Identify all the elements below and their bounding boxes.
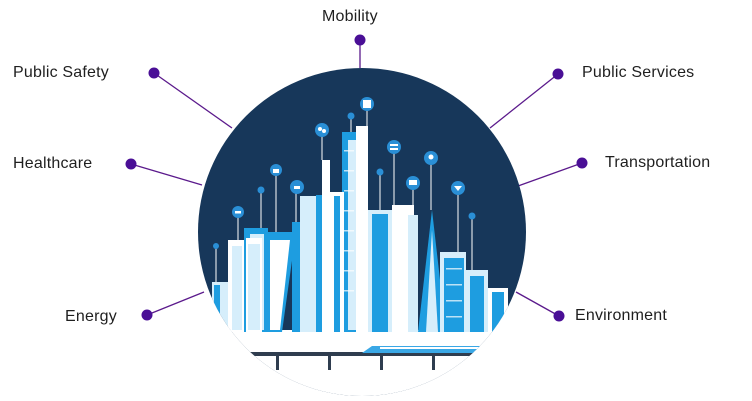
label-mobility: Mobility	[322, 8, 378, 25]
label-public-services: Public Services	[582, 64, 695, 81]
antenna-poles	[215, 109, 473, 282]
connector-public-services	[489, 73, 559, 129]
dot-public-safety	[148, 67, 160, 79]
connectors	[130, 40, 583, 317]
dot-healthcare	[125, 158, 137, 170]
buildings-front	[246, 192, 344, 332]
connector-energy	[146, 291, 205, 316]
database-icon	[387, 140, 401, 154]
dot-transportation	[576, 157, 588, 169]
label-public-safety: Public Safety	[13, 64, 109, 81]
label-energy: Energy	[65, 308, 117, 325]
location-pin-icon	[468, 212, 476, 220]
connector-healthcare	[130, 163, 203, 186]
connector-environment	[515, 291, 560, 317]
label-environment: Environment	[575, 307, 668, 324]
wifi-icon	[257, 186, 265, 194]
ground	[198, 330, 526, 396]
window-stripes	[344, 150, 462, 318]
connector-public-safety	[153, 72, 233, 129]
icon-glyphs	[235, 100, 462, 214]
dot-energy	[141, 309, 153, 321]
dot-mobility	[354, 34, 366, 46]
group-icon	[315, 123, 329, 137]
label-transportation: Transportation	[605, 154, 711, 171]
user-icon	[213, 243, 219, 249]
train	[362, 346, 520, 353]
dot-public-services	[552, 68, 564, 80]
connector-transportation	[517, 162, 583, 187]
endpoint-dots	[125, 34, 588, 322]
location-pin-icon	[347, 112, 355, 120]
rail-track	[198, 352, 526, 356]
dollar-icon	[376, 168, 384, 176]
label-healthcare: Healthcare	[13, 155, 93, 172]
dot-environment	[553, 310, 565, 322]
